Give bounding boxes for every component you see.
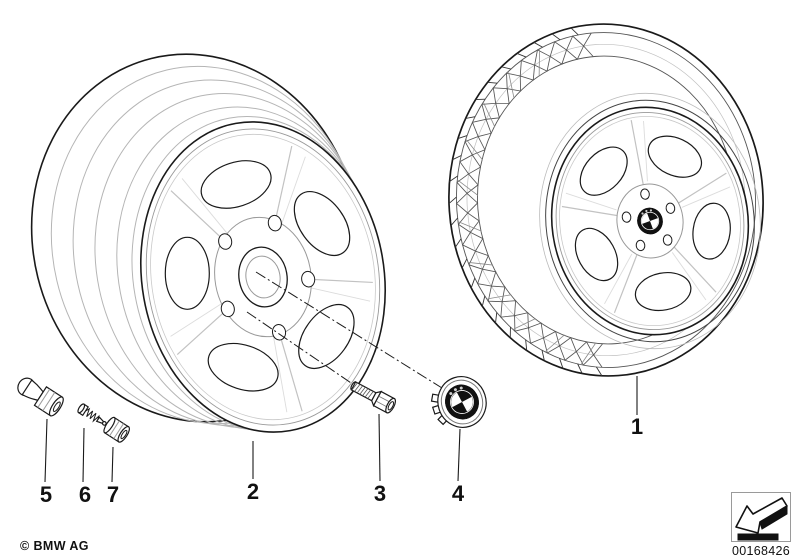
callout-label-3[interactable]: 3 bbox=[373, 481, 387, 506]
valve-core-illustration bbox=[77, 403, 107, 426]
callout-label-4[interactable]: 4 bbox=[451, 481, 465, 506]
wheel-bolt-illustration bbox=[350, 381, 397, 414]
page-nav-box bbox=[731, 492, 791, 542]
callout-label-1[interactable]: 1 bbox=[630, 414, 644, 439]
callout-label-5[interactable]: 5 bbox=[39, 482, 53, 507]
callout-label-7[interactable]: 7 bbox=[106, 482, 120, 507]
wheel-with-tire-illustration bbox=[448, 23, 764, 377]
valve-cap-illustration bbox=[103, 416, 130, 443]
valve-stem-illustration bbox=[17, 377, 64, 417]
callout-label-6[interactable]: 6 bbox=[78, 482, 92, 507]
copyright-text: © BMW AG bbox=[20, 539, 89, 553]
alloy-rim-illustration bbox=[30, 53, 387, 433]
assembly-axis-lines bbox=[246, 271, 443, 389]
bmw-roundel-icon bbox=[445, 384, 479, 420]
callout-label-2[interactable]: 2 bbox=[246, 479, 260, 504]
callout-leader-lines bbox=[44, 376, 638, 483]
arrow-3d-down-left-icon bbox=[735, 497, 788, 541]
diagram-part-number: 00168426 bbox=[731, 544, 790, 558]
hub-cap-illustration bbox=[430, 376, 487, 428]
